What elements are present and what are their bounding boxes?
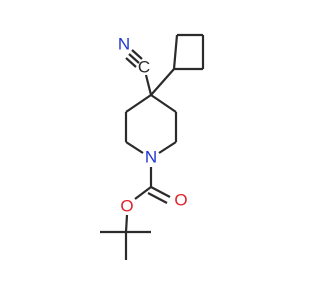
cyano-nitrogen-label: N	[118, 34, 130, 53]
piperidine-bond-n-c6	[158, 141, 177, 154]
cyclobutyl-attachment-bond	[150, 68, 175, 96]
ester-tertbutyl-bond	[124, 214, 129, 233]
carbonyl-ester-bond	[134, 186, 152, 200]
atom-label-layer: N C N O O	[118, 34, 188, 215]
structure-canvas: N C N O O	[100, 33, 205, 260]
carbonyl-double-bond-b	[147, 192, 168, 204]
piperidine-nitrogen-label: N	[145, 147, 157, 166]
piperidine-bond-c2-n	[125, 141, 144, 154]
nitrile-bond-a	[131, 49, 143, 60]
nitrile-bond-b	[128, 53, 140, 64]
molecule-diagram: N C N O O	[100, 33, 205, 260]
ester-oxygen-label: O	[120, 196, 133, 215]
piperidine-bond-c4-c3	[125, 94, 152, 113]
piperidine-bond-c5-c4	[150, 94, 177, 113]
nitrile-bond-c	[125, 57, 137, 68]
carbonyl-oxygen-label: O	[174, 190, 187, 209]
cyano-carbon-label: C	[138, 57, 150, 76]
bond-layer	[100, 33, 205, 260]
cyano-attachment-bond	[144, 74, 153, 96]
cyclobutyl-bond-left	[172, 34, 179, 70]
carbonyl-double-bond-a	[150, 186, 171, 198]
